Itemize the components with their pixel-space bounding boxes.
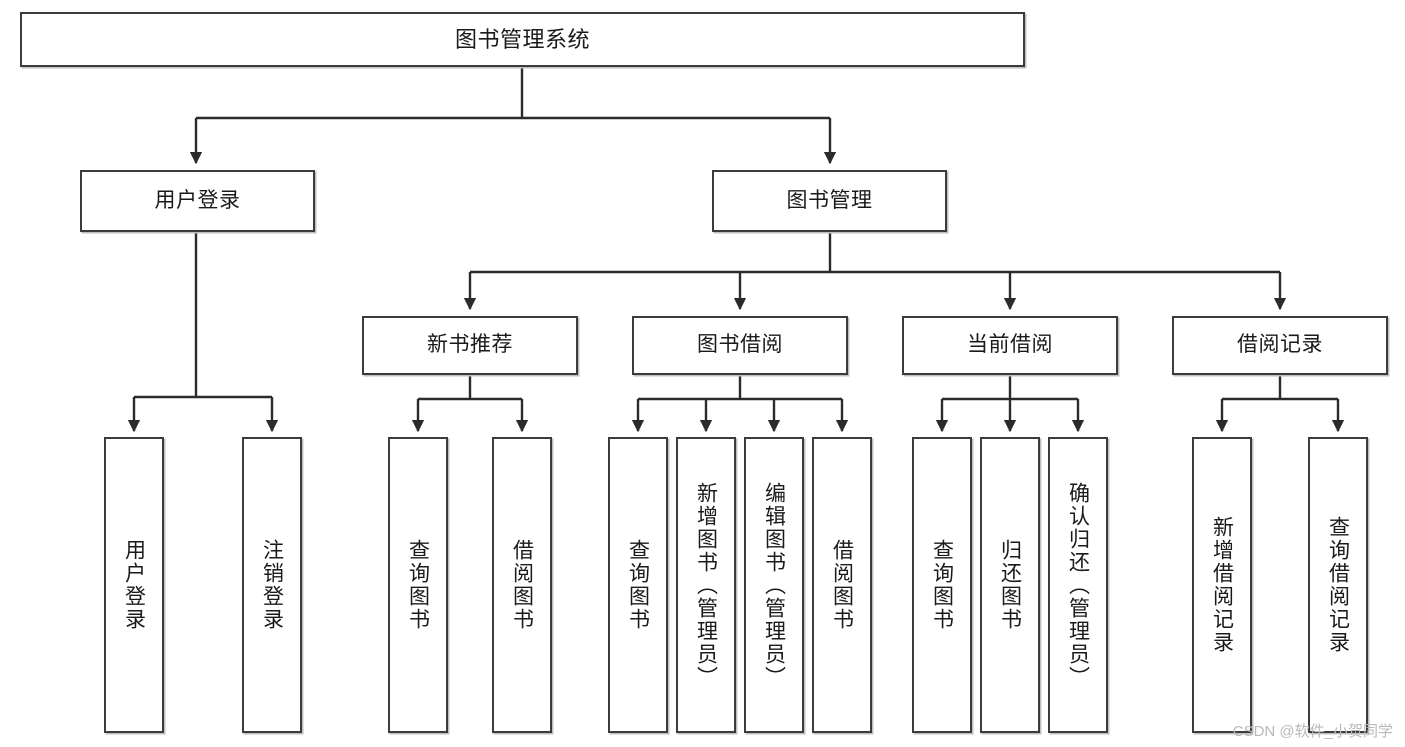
node-label: 查询借阅记录	[1326, 516, 1350, 654]
node-label: 当前借阅	[967, 333, 1053, 357]
node-label: 编辑图书（管理员）	[762, 481, 786, 689]
node-user-login[interactable]: 用户登录	[80, 170, 315, 232]
node-leaf-query-book-2[interactable]: 查询图书	[608, 437, 668, 733]
node-book-borrow[interactable]: 图书借阅	[632, 316, 848, 375]
node-new-book-recommend[interactable]: 新书推荐	[362, 316, 578, 375]
node-label: 借阅记录	[1237, 333, 1323, 357]
node-leaf-confirm-return[interactable]: 确认归还（管理员）	[1048, 437, 1108, 733]
node-leaf-query-book-1[interactable]: 查询图书	[388, 437, 448, 733]
node-label: 新增借阅记录	[1210, 516, 1234, 654]
node-label: 图书管理系统	[454, 26, 590, 52]
node-leaf-borrow-book-1[interactable]: 借阅图书	[492, 437, 552, 733]
node-label: 查询图书	[406, 539, 430, 631]
node-label: 用户登录	[154, 188, 241, 212]
node-leaf-user-login[interactable]: 用户登录	[104, 437, 164, 733]
node-label: 图书管理	[786, 188, 873, 212]
node-root-system[interactable]: 图书管理系统	[20, 12, 1025, 67]
node-label: 借阅图书	[510, 539, 534, 631]
watermark-text: CSDN @软件_小贺同学	[1232, 723, 1393, 740]
node-leaf-query-book-3[interactable]: 查询图书	[912, 437, 972, 733]
node-leaf-add-book[interactable]: 新增图书（管理员）	[676, 437, 736, 733]
node-label: 借阅图书	[830, 539, 854, 631]
node-book-manage[interactable]: 图书管理	[712, 170, 947, 232]
node-leaf-query-record[interactable]: 查询借阅记录	[1308, 437, 1368, 733]
node-label: 新书推荐	[427, 333, 513, 357]
node-leaf-return-book[interactable]: 归还图书	[980, 437, 1040, 733]
node-label: 确认归还（管理员）	[1066, 481, 1090, 689]
node-label: 查询图书	[930, 539, 954, 631]
node-leaf-add-record[interactable]: 新增借阅记录	[1192, 437, 1252, 733]
node-leaf-edit-book[interactable]: 编辑图书（管理员）	[744, 437, 804, 733]
node-borrow-record[interactable]: 借阅记录	[1172, 316, 1388, 375]
node-label: 归还图书	[998, 539, 1022, 631]
node-leaf-logout-login[interactable]: 注销登录	[242, 437, 302, 733]
node-label: 注销登录	[260, 539, 284, 631]
node-leaf-borrow-book-2[interactable]: 借阅图书	[812, 437, 872, 733]
node-label: 新增图书（管理员）	[694, 481, 718, 689]
node-current-borrow[interactable]: 当前借阅	[902, 316, 1118, 375]
node-label: 查询图书	[626, 539, 650, 631]
node-label: 用户登录	[122, 539, 146, 631]
node-label: 图书借阅	[697, 333, 783, 357]
